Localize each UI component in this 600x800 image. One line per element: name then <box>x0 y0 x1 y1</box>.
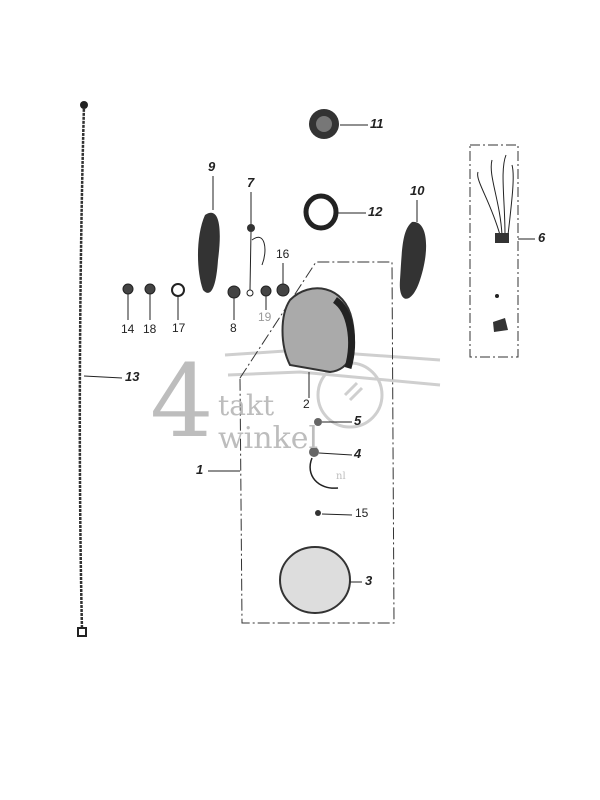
label-13: 13 <box>125 369 140 384</box>
label-1: 1 <box>196 462 204 477</box>
watermark-line2: winkel <box>218 421 319 456</box>
part-3-lens <box>279 546 362 614</box>
label-2: 2 <box>303 397 310 411</box>
part-10-indicator <box>399 200 427 299</box>
watermark-digit: 4 <box>150 343 214 460</box>
label-19: 19 <box>258 310 272 324</box>
label-8: 8 <box>230 321 237 335</box>
part-7-wire <box>246 192 266 297</box>
label-11: 11 <box>370 116 384 131</box>
part-9-indicator <box>197 176 220 293</box>
part-11-lamp-socket <box>309 109 368 139</box>
label-10: 10 <box>410 183 425 198</box>
part-6-wiring-box <box>469 144 535 358</box>
part-5 <box>314 418 352 426</box>
label-6: 6 <box>538 230 546 245</box>
label-3: 3 <box>365 573 373 588</box>
part-2-housing <box>281 287 356 398</box>
part-12-rubber-ring <box>303 193 366 231</box>
label-14: 14 <box>121 322 135 336</box>
small-parts <box>122 263 290 320</box>
label-12: 12 <box>368 204 383 219</box>
label-9: 9 <box>208 159 216 174</box>
part-4 <box>309 447 353 489</box>
label-16: 16 <box>276 247 290 261</box>
label-4: 4 <box>354 446 362 461</box>
part-15-screw <box>315 510 353 516</box>
assembly-1-outline <box>239 261 395 624</box>
watermark-suffix: nl <box>336 471 346 482</box>
label-5: 5 <box>354 413 362 428</box>
label-7: 7 <box>247 175 255 190</box>
label-18: 18 <box>143 322 157 336</box>
label-17: 17 <box>172 321 186 335</box>
watermark-line1: takt <box>218 389 275 422</box>
speedometer-cable <box>77 101 123 637</box>
label-15: 15 <box>355 506 369 520</box>
